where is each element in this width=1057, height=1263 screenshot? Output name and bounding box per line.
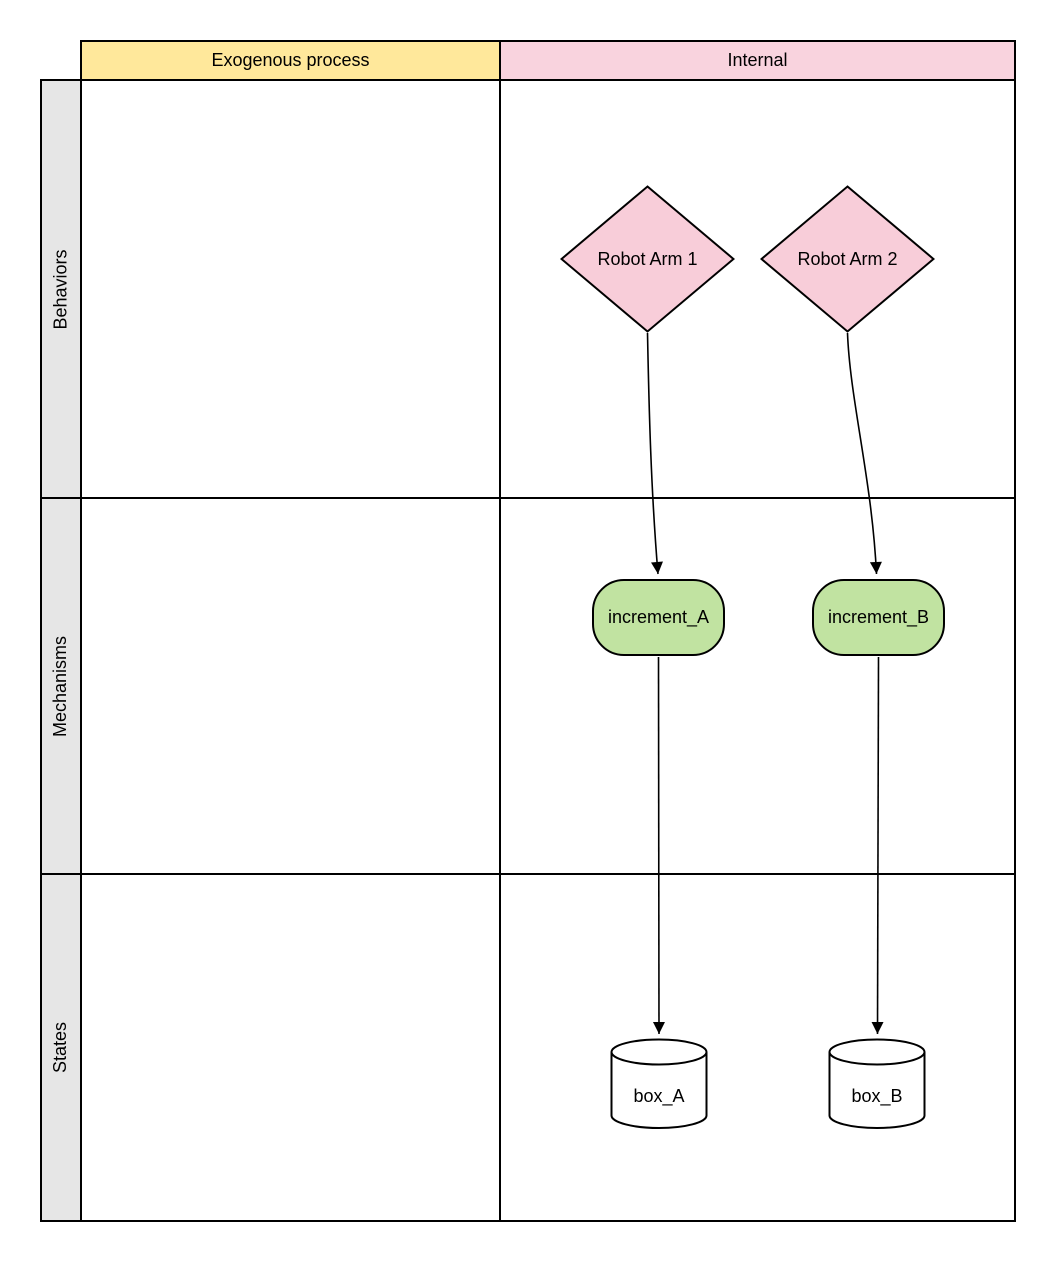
node-increment-b: increment_B: [812, 579, 945, 656]
row-header-states-label: States: [50, 1021, 71, 1074]
node-robot-arm-2-label: Robot Arm 2: [797, 248, 898, 269]
node-increment-a: increment_A: [592, 579, 725, 656]
node-robot-arm-1: Robot Arm 1: [560, 185, 735, 333]
node-increment-a-label: increment_A: [607, 607, 710, 627]
cell-mechanisms-internal: [499, 497, 1016, 875]
column-header-internal: Internal: [499, 40, 1016, 81]
cell-behaviors-exogenous: [80, 79, 501, 499]
cell-mechanisms-exogenous: [80, 497, 501, 875]
cell-states-exogenous: [80, 873, 501, 1222]
column-header-exogenous-process-label: Exogenous process: [211, 50, 370, 70]
node-box-a: box_A: [610, 1038, 708, 1130]
row-header-behaviors-label: Behaviors: [50, 248, 71, 330]
node-box-b: box_B: [828, 1038, 926, 1130]
diamond-shape: [560, 185, 735, 333]
column-header-internal-label: Internal: [727, 50, 788, 70]
row-header-mechanisms-label: Mechanisms: [50, 635, 71, 737]
cell-behaviors-internal: [499, 79, 1016, 499]
cylinder-shape: [610, 1038, 708, 1129]
column-header-exogenous-process: Exogenous process: [80, 40, 501, 81]
row-header-mechanisms: Mechanisms: [40, 497, 82, 875]
cell-states-internal: [499, 873, 1016, 1222]
diamond-shape: [760, 185, 935, 333]
node-box-a-label: box_A: [633, 1085, 685, 1106]
node-robot-arm-1-label: Robot Arm 1: [597, 248, 698, 269]
row-header-behaviors: Behaviors: [40, 79, 82, 499]
cylinder-shape: [828, 1038, 926, 1129]
row-header-states: States: [40, 873, 82, 1222]
node-robot-arm-2: Robot Arm 2: [760, 185, 935, 333]
node-box-b-label: box_B: [851, 1085, 903, 1106]
node-increment-b-label: increment_B: [827, 607, 930, 627]
